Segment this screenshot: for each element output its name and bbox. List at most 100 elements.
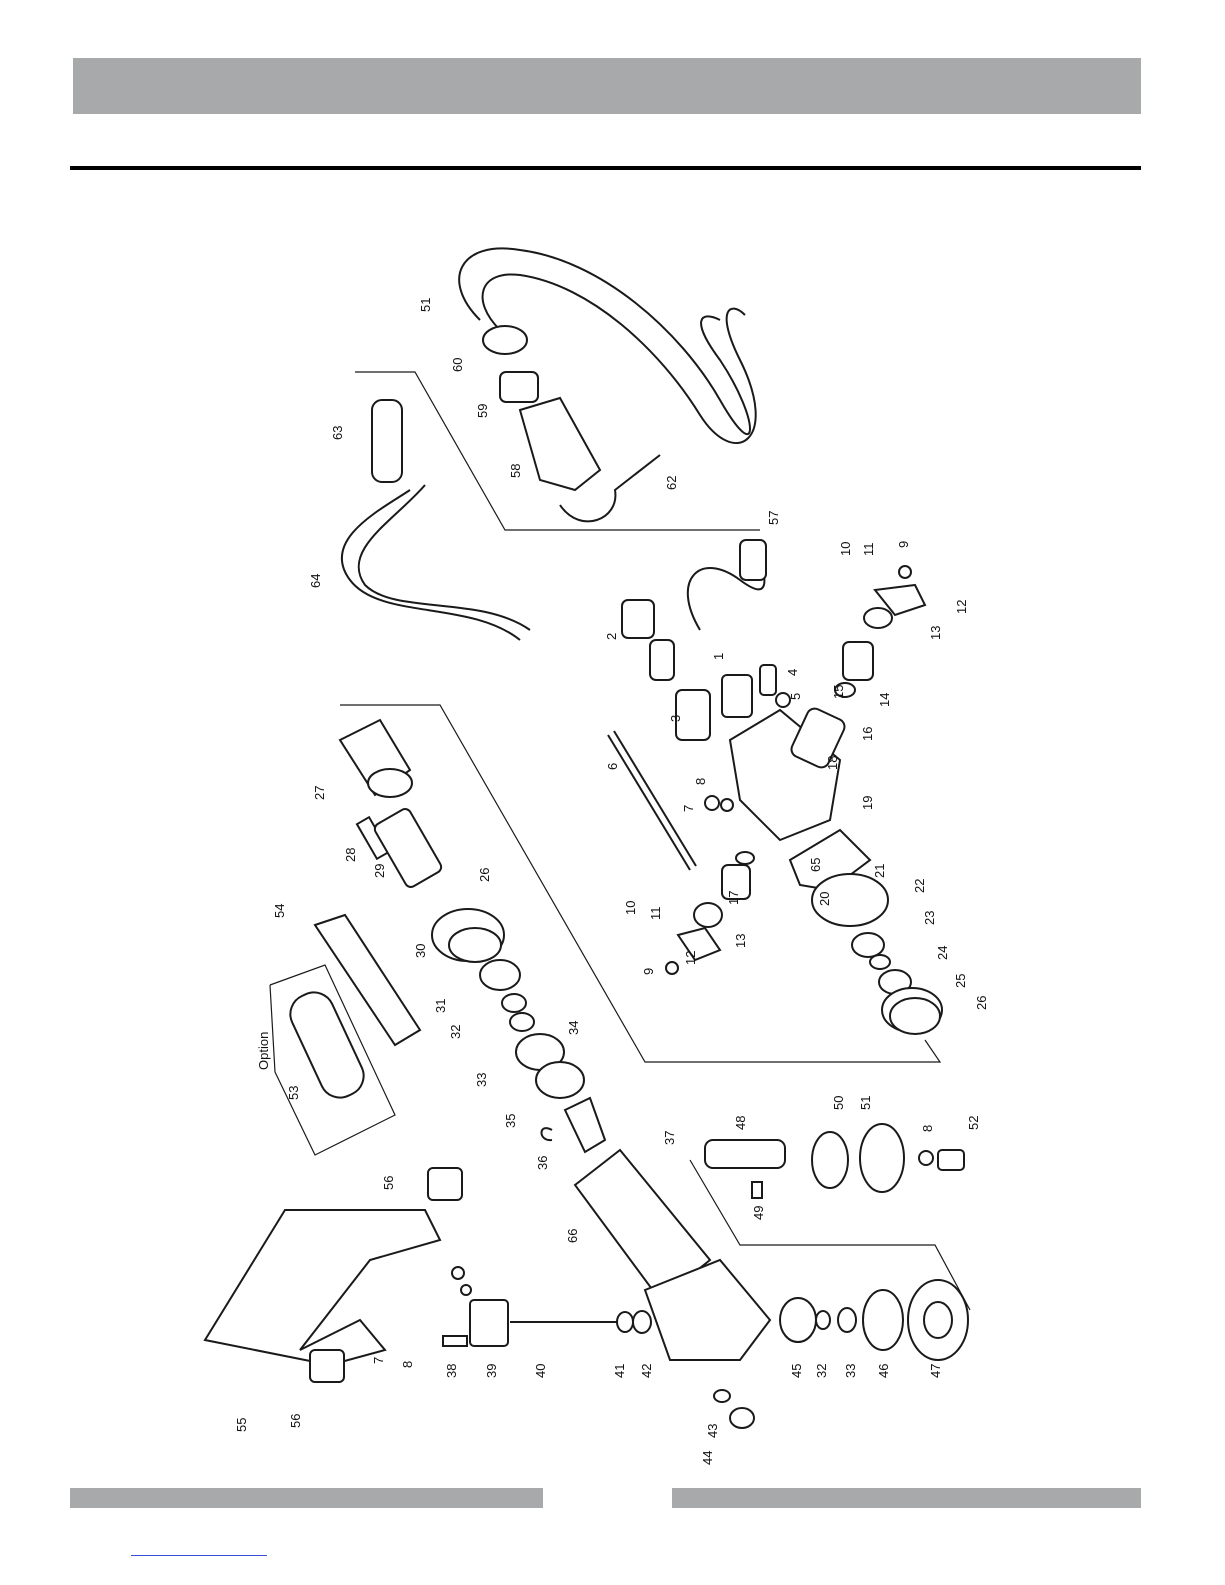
callout-29: 29	[372, 864, 387, 878]
callout-62: 62	[664, 476, 679, 490]
callout-3: 3	[668, 715, 683, 722]
callout-44: 44	[700, 1451, 715, 1465]
callout-33: 33	[474, 1073, 489, 1087]
callout-32: 32	[814, 1364, 829, 1378]
callout-26: 26	[477, 868, 492, 882]
callout-51: 51	[418, 298, 433, 312]
part-56-bolt-top	[428, 1168, 462, 1200]
part-9-screw-lower	[666, 962, 678, 974]
callout-39: 39	[484, 1364, 499, 1378]
footer-link-underline[interactable]	[131, 1555, 267, 1556]
part-6-rod	[608, 735, 690, 870]
part-8-oring-handle	[461, 1285, 471, 1295]
part-9-screw-top	[899, 566, 911, 578]
callout-11: 11	[648, 907, 663, 921]
part-50-washer	[812, 1132, 848, 1188]
part-36-circlip	[542, 1128, 553, 1140]
callout-1: 1	[711, 653, 726, 660]
callout-12: 12	[683, 951, 698, 965]
part-56-bolt-bottom	[310, 1350, 344, 1382]
part-44-cap	[730, 1408, 754, 1428]
callout-7: 7	[371, 1357, 386, 1364]
part-59-fitting	[500, 372, 538, 402]
callout-32: 32	[448, 1025, 463, 1039]
part-48-spindle	[705, 1140, 785, 1168]
part-51-nut	[860, 1124, 904, 1192]
callout-19: 19	[860, 796, 875, 810]
callout-14: 14	[877, 693, 892, 707]
callout-40: 40	[533, 1364, 548, 1378]
callout-48: 48	[733, 1116, 748, 1130]
callout-8: 8	[400, 1361, 415, 1368]
callout-55: 55	[234, 1418, 249, 1432]
footer-bar-left	[70, 1488, 543, 1508]
part-60-nut	[483, 326, 527, 354]
callout-50: 50	[831, 1096, 846, 1110]
callout-56: 56	[381, 1176, 396, 1190]
callout-41: 41	[612, 1364, 627, 1378]
callout-54: 54	[272, 904, 287, 918]
part-22-seal	[852, 933, 884, 957]
callout-66: 66	[565, 1229, 580, 1243]
part-13-cap-lower	[694, 903, 722, 927]
part-2-nut	[622, 600, 654, 638]
callout-47: 47	[928, 1364, 943, 1378]
part-65-oring	[736, 852, 754, 864]
part-32-washer-lower	[816, 1311, 830, 1329]
callout-64: 64	[308, 574, 323, 588]
part-52-screw	[938, 1150, 964, 1170]
callout-7: 7	[681, 805, 696, 812]
callout-12: 12	[954, 600, 969, 614]
part-7-plug	[705, 796, 719, 810]
part-55-handle	[205, 1210, 440, 1365]
part-45-bearing	[780, 1298, 816, 1342]
callout-20: 20	[817, 892, 832, 906]
part-58-sleeve	[520, 398, 600, 490]
callout-37: 37	[662, 1131, 677, 1145]
callout-21: 21	[872, 864, 887, 878]
part-32-washer	[502, 994, 526, 1012]
callout-25: 25	[953, 974, 968, 988]
callout-34: 34	[566, 1021, 581, 1035]
part-2-stem	[650, 640, 674, 680]
callout-16: 16	[860, 727, 875, 741]
callout-31: 31	[433, 999, 448, 1013]
part-35-pinion	[565, 1098, 605, 1152]
callout-8: 8	[693, 778, 708, 785]
callout-26: 26	[974, 996, 989, 1010]
part-64-coiled-hose	[342, 490, 520, 640]
callout-49: 49	[751, 1206, 766, 1220]
callout-13: 13	[733, 934, 748, 948]
callout-58: 58	[508, 464, 523, 478]
callout-38: 38	[444, 1364, 459, 1378]
callout-10: 10	[623, 901, 638, 915]
callout-5: 5	[788, 693, 803, 700]
callout-63: 63	[330, 426, 345, 440]
callout-43: 43	[705, 1424, 720, 1438]
callout-65: 65	[808, 858, 823, 872]
callout-13: 13	[928, 626, 943, 640]
callout-36: 36	[535, 1156, 550, 1170]
part-33-clip	[510, 1013, 534, 1031]
callout-60: 60	[450, 358, 465, 372]
part-63-barb	[372, 400, 402, 482]
callout-45: 45	[789, 1364, 804, 1378]
callout-35: 35	[503, 1114, 518, 1128]
part-49-key	[752, 1182, 762, 1198]
callout-30: 30	[413, 944, 428, 958]
part-14-valve	[843, 642, 873, 680]
callout-17: 17	[726, 891, 741, 905]
callout-10: 10	[838, 542, 853, 556]
part-38-screw	[443, 1336, 467, 1346]
callout-57: 57	[766, 511, 781, 525]
callout-52: 52	[966, 1116, 981, 1130]
callout-33: 33	[843, 1364, 858, 1378]
callout-23: 23	[922, 911, 937, 925]
callout-59: 59	[475, 404, 490, 418]
callout-15: 15	[831, 685, 846, 699]
part-7-plug-lower	[452, 1267, 464, 1279]
callout-56: 56	[288, 1414, 303, 1428]
callout-46: 46	[876, 1364, 891, 1378]
callout-27: 27	[312, 786, 327, 800]
part-23-clip	[870, 955, 890, 969]
